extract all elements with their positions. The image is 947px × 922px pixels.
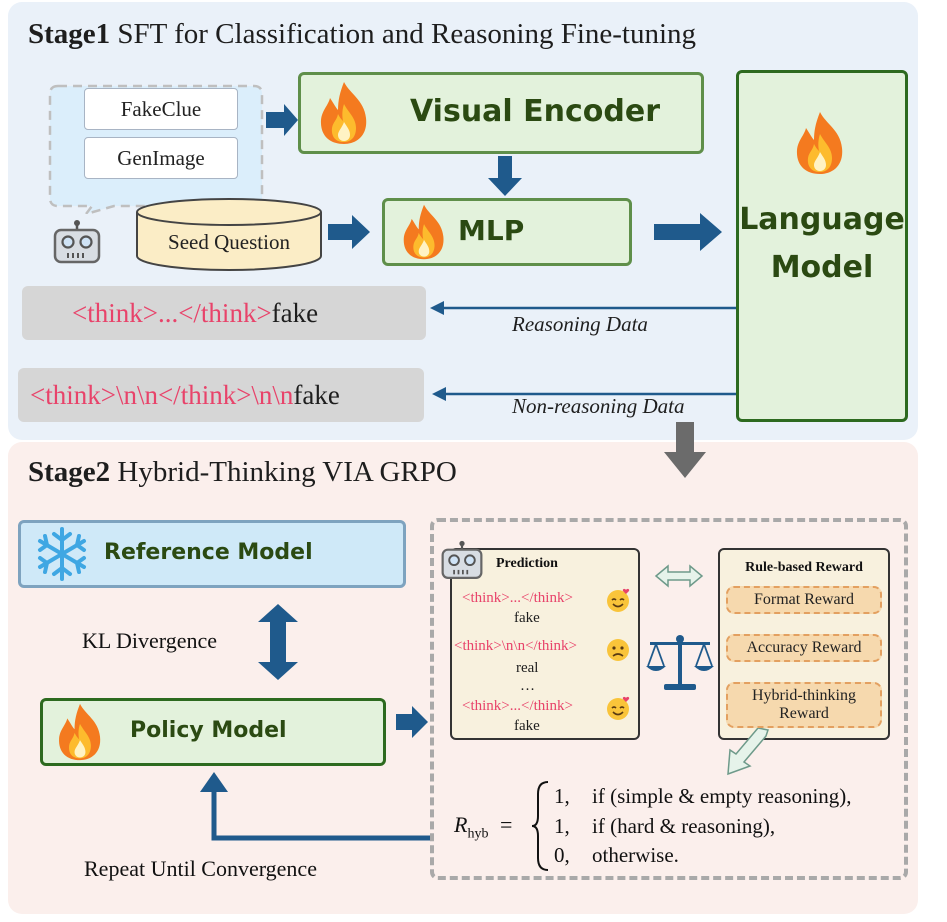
robot-icon	[53, 220, 101, 264]
formula-brace	[531, 781, 549, 871]
fire-icon	[59, 703, 101, 761]
reasoning-output-answer: fake	[271, 297, 319, 328]
formula-r: R	[454, 812, 468, 837]
prediction-2-think: <think>\n\n</think>	[454, 638, 578, 654]
reasoning-data-label: Reasoning Data	[512, 312, 648, 336]
nonreasoning-data-label: Non-reasoning Data	[512, 394, 685, 418]
stage2-title-text: Hybrid-Thinking VIA GRPO	[117, 456, 457, 488]
policy-model-label: Policy Model	[130, 718, 287, 743]
prediction-2-answer: real	[516, 660, 539, 676]
prediction-title: Prediction	[496, 556, 558, 571]
fire-icon	[403, 204, 444, 260]
visual-encoder-box	[298, 72, 704, 154]
stage2-title: Stage2 Hybrid-Thinking VIA GRPO	[28, 456, 457, 489]
formula-equals: =	[499, 812, 513, 837]
prediction-ellipsis: …	[520, 678, 535, 694]
prediction-1-answer: fake	[514, 610, 540, 626]
snowflake-icon	[38, 527, 86, 581]
reasoning-output-think: <think>...</think>	[72, 297, 272, 328]
dataset-fakeclue: FakeClue	[84, 88, 238, 130]
accuracy-reward: Accuracy Reward	[726, 634, 882, 662]
stage1-arrows	[266, 104, 736, 401]
stage2-arrows	[200, 706, 430, 841]
hybrid-thinking-reward: Hybrid-thinking Reward	[726, 682, 882, 728]
seed-question-cylinder	[136, 198, 322, 271]
formula-lhs: Rhyb =	[454, 812, 512, 842]
fire-icon	[320, 82, 367, 144]
reward-to-formula-arrow	[727, 728, 769, 776]
formula-sub: hyb	[467, 826, 489, 842]
smile-hearts-icon	[607, 588, 630, 612]
formula-case-1-condition: if (simple & empty reasoning),	[592, 784, 852, 808]
prediction-1-think: <think>...</think>	[462, 590, 573, 606]
nonreasoning-output-think: <think>\n\n</think>\n\n	[30, 379, 294, 410]
nonreasoning-output-answer: fake	[293, 379, 340, 410]
visual-encoder-label: Visual Encoder	[409, 94, 661, 129]
mlp-label: MLP	[458, 214, 525, 247]
format-reward: Format Reward	[726, 586, 882, 614]
sad-face-icon	[607, 639, 629, 661]
stage1-title-text: SFT for Classification and Reasoning Fin…	[117, 18, 697, 50]
reward-title: Rule-based Reward	[745, 560, 863, 575]
prediction-3-answer: fake	[514, 718, 540, 734]
stage1-label: Stage1	[28, 18, 111, 50]
formula-case-2-condition: if (hard & reasoning),	[592, 814, 776, 838]
reasoning-output-box: <think>...</think>fake	[22, 286, 426, 340]
robot-icon	[441, 540, 483, 579]
kl-divergence-label: KL Divergence	[82, 628, 217, 653]
stage2-label: Stage2	[28, 456, 111, 488]
balance-scale-icon	[646, 635, 714, 690]
formula-case-3-condition: otherwise.	[592, 843, 679, 867]
stage-transition-arrow	[664, 422, 706, 478]
repeat-label: Repeat Until Convergence	[84, 856, 317, 881]
kl-double-arrow	[258, 604, 298, 680]
dataset-genimage: GenImage	[84, 137, 238, 179]
smile-hearts-icon	[607, 696, 630, 720]
formula-case-2-value: 1,	[554, 814, 570, 838]
language-model-label-line2: Model	[770, 250, 874, 285]
reference-model-box	[18, 520, 406, 588]
stage1-title: Stage1 SFT for Classification and Reason…	[28, 18, 696, 51]
formula-case-1-value: 1,	[554, 784, 570, 808]
grpo-region	[430, 518, 908, 880]
reference-model-label: Reference Model	[104, 540, 313, 565]
seed-question-label: Seed Question	[168, 230, 290, 254]
prediction-3-think: <think>...</think>	[462, 698, 573, 714]
language-model-label-line1: Language	[739, 202, 905, 237]
exchange-arrow-icon	[654, 564, 704, 588]
formula-case-3-value: 0,	[554, 843, 570, 867]
fire-icon	[796, 112, 843, 174]
